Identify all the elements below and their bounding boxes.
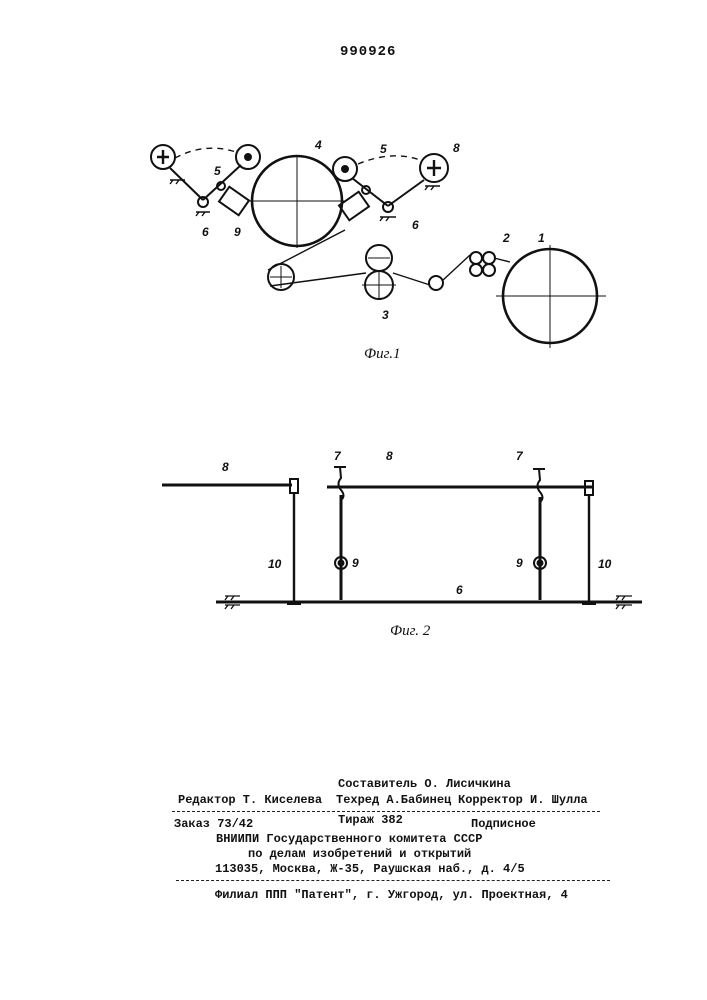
- drum-4: [248, 155, 346, 248]
- imprint-circulation: Тираж 382: [338, 813, 403, 827]
- fig2-label-10-right: 10: [598, 557, 611, 571]
- imprint-org-line1: ВНИИПИ Государственного комитета СССР: [216, 832, 482, 846]
- fig1-label-4: 4: [315, 138, 322, 152]
- fig1-label-5-left: 5: [214, 164, 221, 178]
- imprint-address: 113035, Москва, Ж-35, Раушская наб., д. …: [215, 862, 525, 876]
- fig1-label-2: 2: [503, 231, 510, 245]
- fig2-label-9-right: 9: [516, 556, 523, 570]
- imprint-techred: Техред А.Бабинец: [336, 793, 451, 807]
- imprint-order: Заказ 73/42: [174, 817, 253, 831]
- imprint-corrector: Корректор И. Шулла: [458, 793, 588, 807]
- imprint-subscription: Подписное: [471, 817, 536, 831]
- supply-roll-1: [496, 245, 606, 348]
- fig1-label-9: 9: [234, 225, 241, 239]
- imprint-branch: Филиал ППП "Патент", г. Ужгород, ул. Про…: [215, 888, 568, 902]
- fig1-label-6-right: 6: [412, 218, 419, 232]
- imprint-divider-bottom: [176, 880, 610, 881]
- imprint-compiler: Составитель О. Лисичкина: [338, 777, 511, 791]
- fig1-label-8: 8: [453, 141, 460, 155]
- fig2-label-10-left: 10: [268, 557, 281, 571]
- fig2-label-8-left: 8: [222, 460, 229, 474]
- left-mechanism: [151, 145, 260, 216]
- fig2-label-8-right: 8: [386, 449, 393, 463]
- fig1-label-3: 3: [382, 308, 389, 322]
- fig2-label-6: 6: [456, 583, 463, 597]
- imprint-divider-top: [172, 811, 600, 812]
- fig1-label-5-right: 5: [380, 142, 387, 156]
- right-mechanism: [333, 154, 448, 221]
- fig2-label-9-left: 9: [352, 556, 359, 570]
- figure-2-caption: Фиг. 2: [390, 623, 430, 640]
- imprint-editor: Редактор Т. Киселева: [178, 793, 322, 807]
- fig2-label-7-left: 7: [334, 449, 341, 463]
- fig2-label-7-right: 7: [516, 449, 523, 463]
- lever-right: [533, 469, 546, 600]
- imprint-org-line2: по делам изобретений и открытий: [248, 847, 471, 861]
- figure-2-drawing: [162, 467, 642, 609]
- figure-1-caption: Фиг.1: [364, 346, 400, 363]
- roller-pair-3: [362, 245, 396, 300]
- fig1-label-1: 1: [538, 231, 545, 245]
- fig1-label-6-left: 6: [202, 225, 209, 239]
